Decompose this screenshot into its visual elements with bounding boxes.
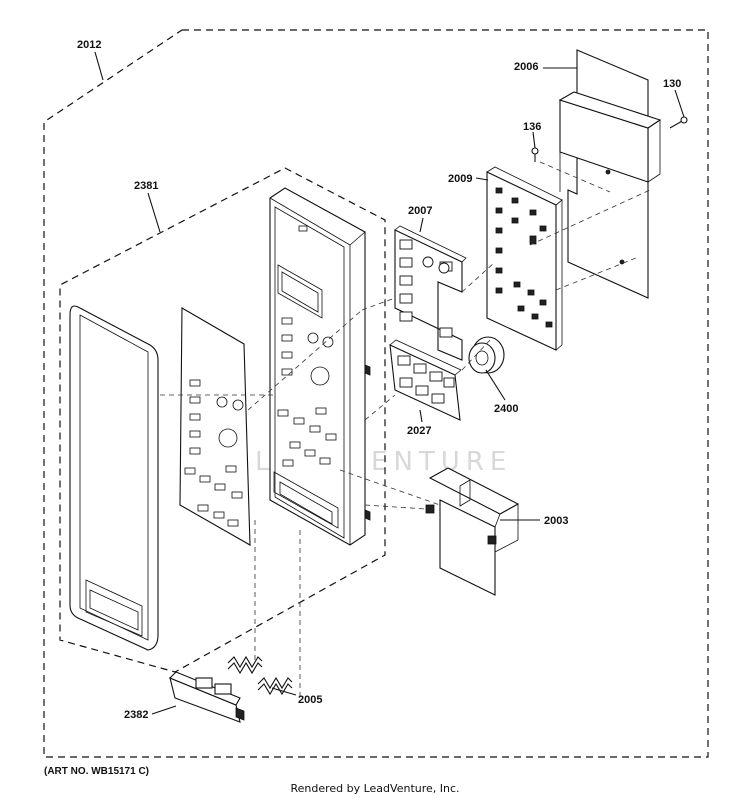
callout-2005: 2005 — [298, 694, 322, 706]
control-panel-frame — [269, 187, 371, 546]
callout-2381: 2381 — [134, 180, 158, 192]
callout-2003: 2003 — [544, 515, 568, 527]
control-module-2006 — [558, 49, 662, 299]
callout-136: 136 — [523, 121, 541, 133]
switch-board-2007 — [394, 225, 467, 361]
callout-2012: 2012 — [77, 39, 101, 51]
assembly-boundary-2381 — [59, 167, 386, 673]
leader-lines — [94, 51, 685, 715]
release-button-2382 — [169, 671, 245, 723]
credit-line: Rendered by LeadVenture, Inc. — [290, 782, 460, 795]
door-trim-panel — [69, 305, 159, 651]
callout-2006: 2006 — [514, 61, 538, 73]
latch-bracket-2003 — [425, 467, 520, 596]
callout-130: 130 — [663, 78, 681, 90]
screw-130 — [669, 116, 688, 129]
switch-board-2027 — [389, 339, 462, 421]
callout-2009: 2009 — [448, 173, 472, 185]
callout-2027: 2027 — [407, 425, 431, 437]
control-knob-2400 — [468, 336, 505, 374]
callout-2007: 2007 — [408, 205, 432, 217]
callout-labels: 2012 2006 130 136 2009 2007 2381 2400 20… — [77, 39, 681, 721]
spring-pair-2005 — [227, 655, 293, 696]
screw-136 — [531, 147, 539, 162]
assembly-boundary-2012 — [43, 29, 709, 758]
circuit-board-2009 — [486, 166, 563, 351]
keypad-overlay-sheet — [179, 307, 251, 546]
callout-2382: 2382 — [124, 709, 148, 721]
alignment-lines — [160, 161, 651, 700]
art-number: (ART NO. WB15171 C) — [44, 766, 150, 777]
callout-2400: 2400 — [494, 403, 518, 415]
